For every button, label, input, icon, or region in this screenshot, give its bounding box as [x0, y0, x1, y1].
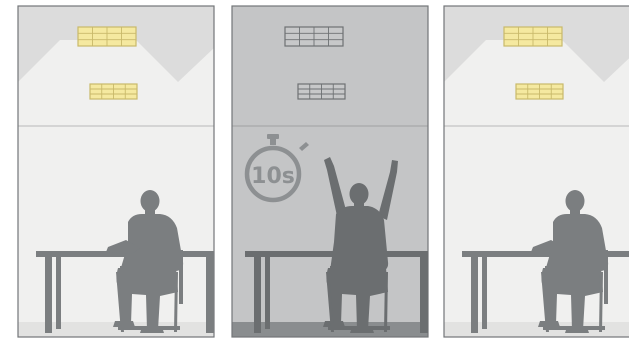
ceiling-lamp-2	[90, 84, 137, 99]
ceiling-lamp-6	[516, 84, 563, 99]
ceiling-lamp-5	[504, 27, 562, 46]
ceiling-lamp-1	[78, 27, 136, 46]
ceiling-lamp-3	[285, 27, 343, 46]
timer-label: 10s	[251, 164, 295, 189]
ceiling-lamp-4	[298, 84, 345, 99]
